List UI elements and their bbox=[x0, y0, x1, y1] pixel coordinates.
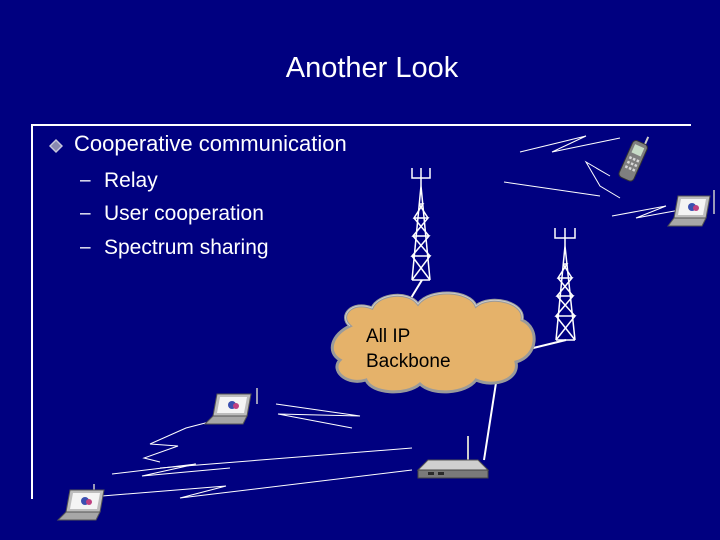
cloud-icon bbox=[330, 291, 536, 394]
backbone-label-line-1: All IP bbox=[366, 326, 411, 347]
lightning-link-icon bbox=[503, 135, 681, 219]
backbone-label-line-2: Backbone bbox=[366, 351, 451, 372]
diamond-bullet-icon bbox=[49, 139, 63, 153]
subbullet-spectrum-sharing: Spectrum sharing bbox=[104, 236, 269, 259]
subbullet-marker: – bbox=[80, 203, 91, 224]
subbullet-marker: – bbox=[80, 170, 91, 191]
mobile-phone-icon bbox=[618, 136, 650, 182]
lightning-link-icon bbox=[101, 403, 413, 499]
laptop-icon bbox=[56, 484, 105, 521]
frame-left-line bbox=[31, 124, 33, 499]
subbullet-user-cooperation: User cooperation bbox=[104, 202, 264, 225]
backbone-label: All IP Backbone bbox=[366, 324, 451, 374]
subbullet-relay: Relay bbox=[104, 169, 158, 192]
router-backbone-link bbox=[483, 369, 499, 461]
laptop-icon bbox=[667, 190, 715, 227]
laptop-icon bbox=[203, 388, 258, 425]
subbullet-marker: – bbox=[80, 237, 91, 258]
cell-tower-icon bbox=[554, 228, 577, 341]
cell-tower-icon bbox=[410, 168, 432, 281]
frame-top-line bbox=[31, 124, 691, 126]
bullet-cooperative-communication: Cooperative communication bbox=[74, 131, 347, 156]
wireless-router-icon bbox=[416, 436, 490, 479]
slide-title: Another Look bbox=[285, 52, 459, 84]
